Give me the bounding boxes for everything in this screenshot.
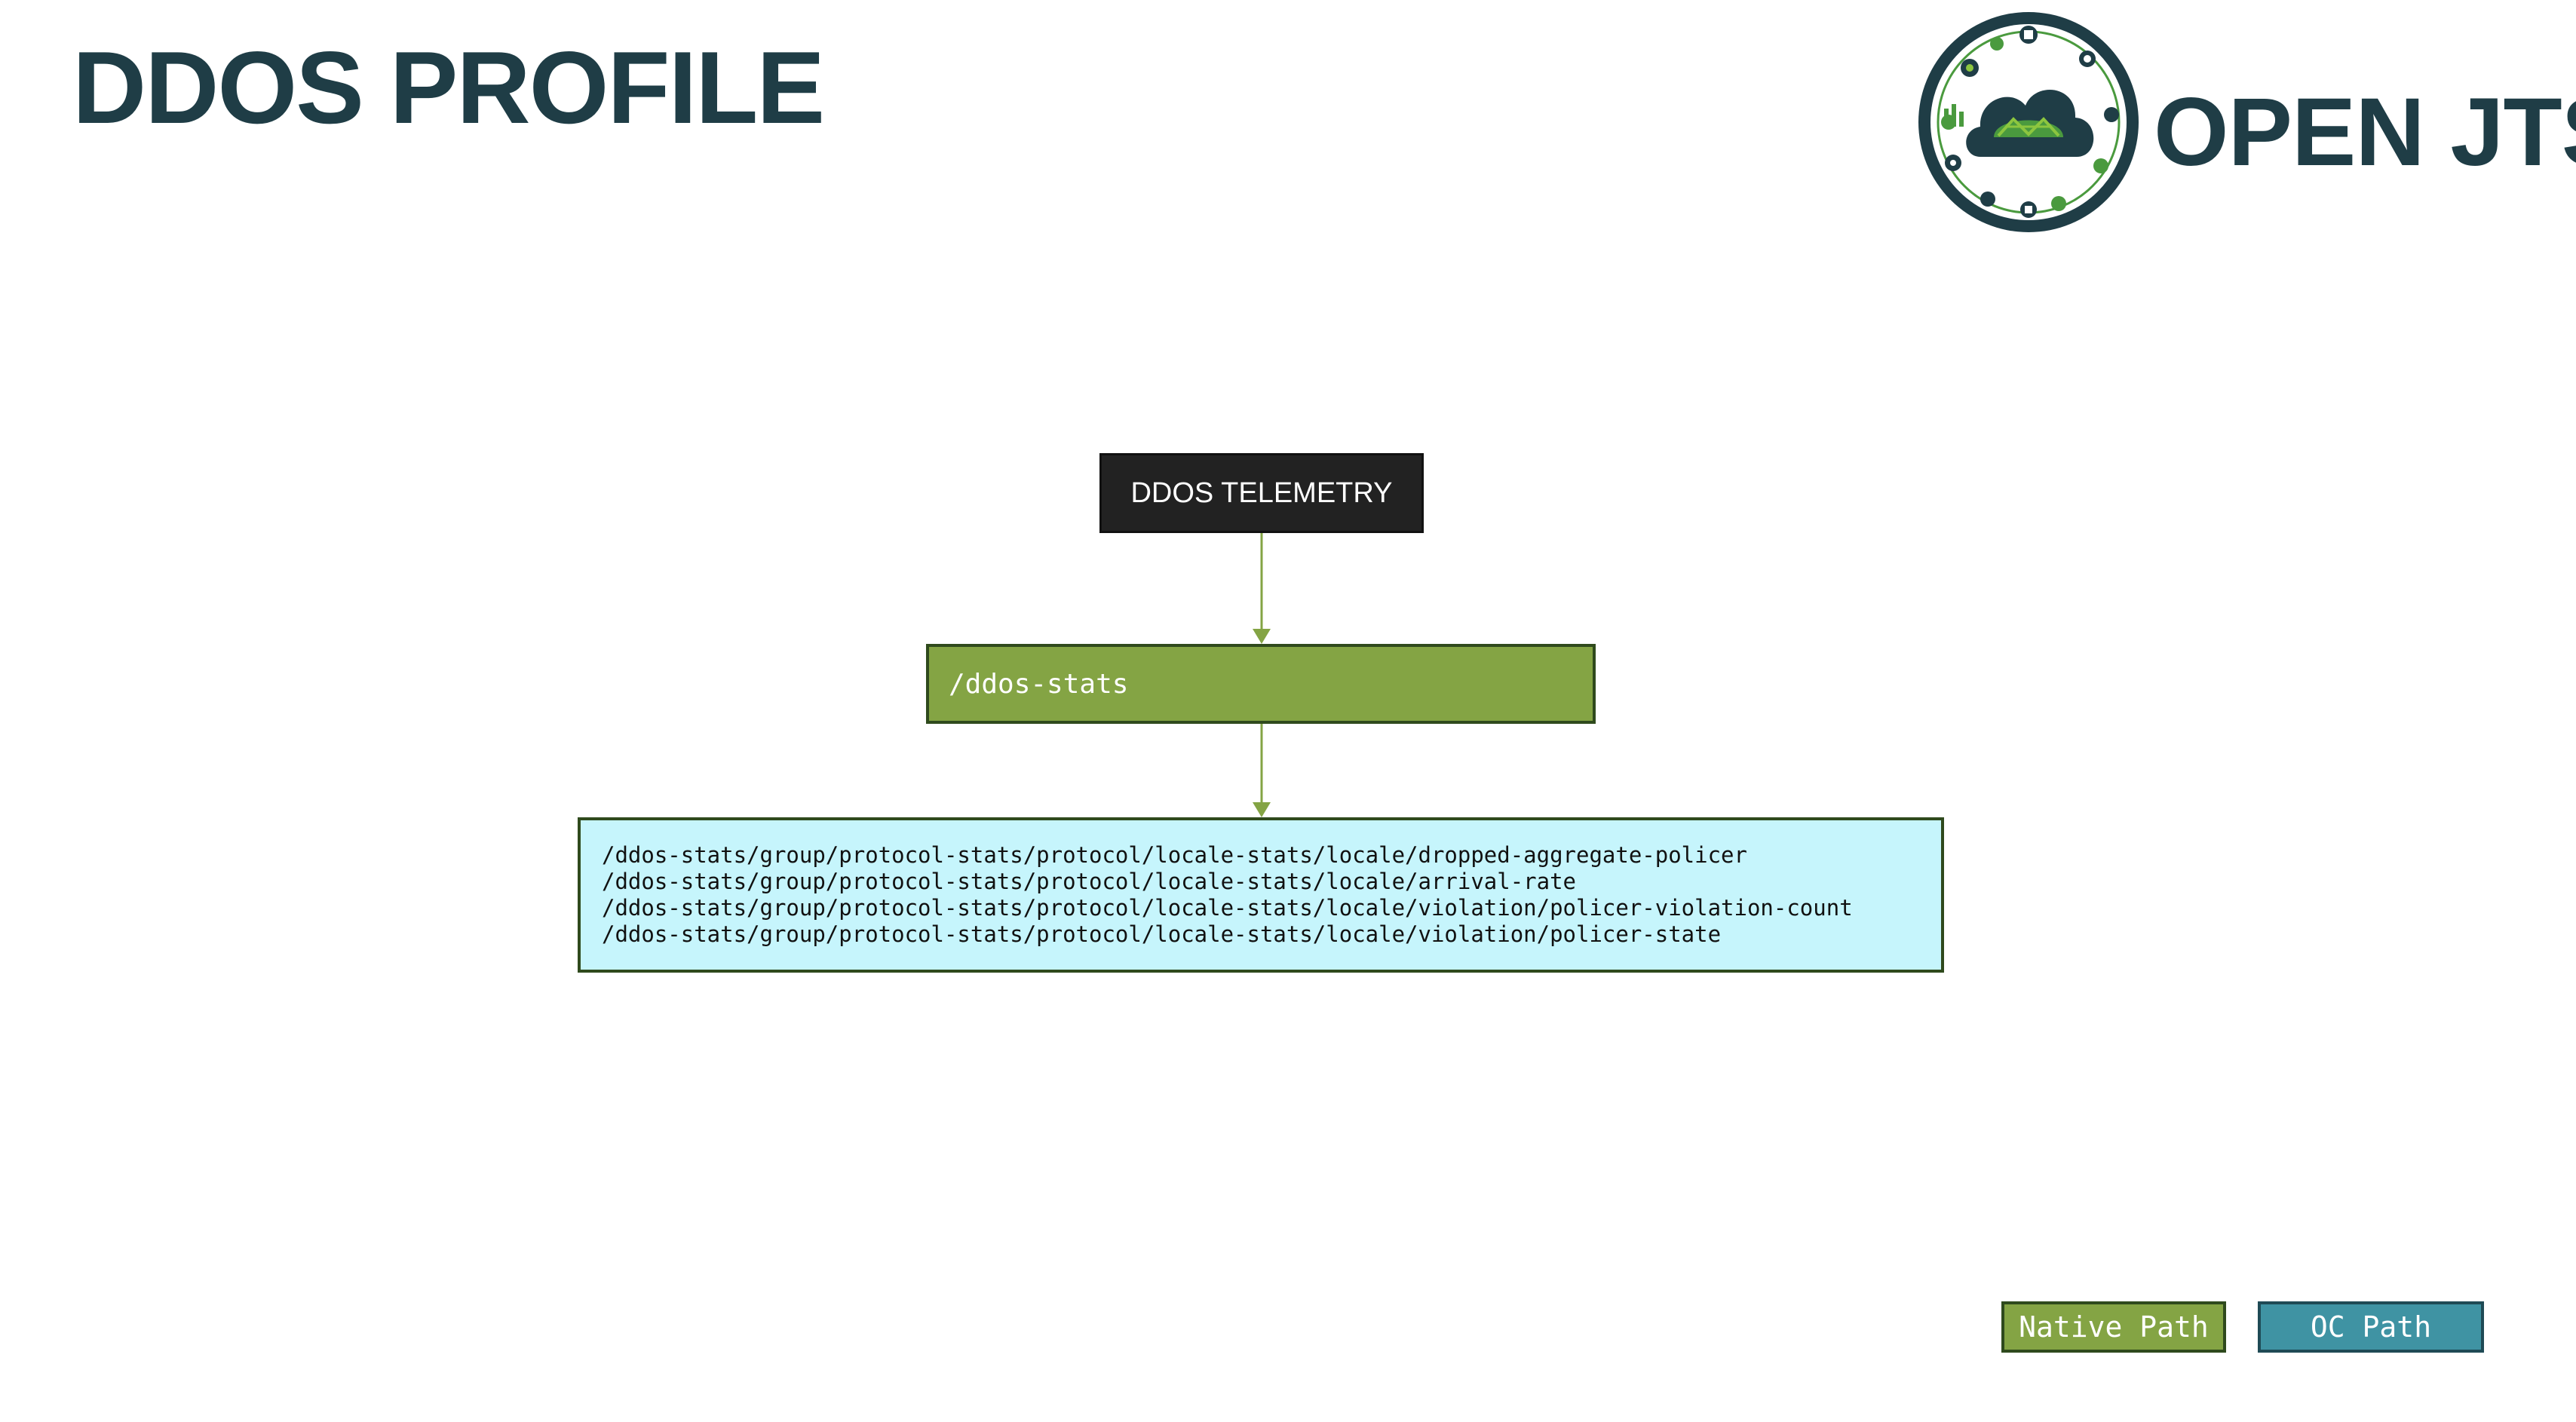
legend-native-path-label: Native Path <box>2019 1310 2209 1344</box>
node-ddos-telemetry: DDOS TELEMETRY <box>1099 453 1424 533</box>
node-ddos-telemetry-label: DDOS TELEMETRY <box>1130 477 1393 509</box>
leaf-path-item: /ddos-stats/group/protocol-stats/protoco… <box>602 842 1747 868</box>
arrowhead-leaf <box>1253 802 1271 817</box>
leaf-path-item: /ddos-stats/group/protocol-stats/protoco… <box>602 895 1853 921</box>
node-native-path-label: /ddos-stats <box>949 668 1129 700</box>
legend-oc-path-label: OC Path <box>2310 1310 2432 1344</box>
node-leaf-paths: /ddos-stats/group/protocol-stats/protoco… <box>578 817 1944 973</box>
brand-logo-text: OPEN JTS <box>2154 78 2576 186</box>
leaf-path-item: /ddos-stats/group/protocol-stats/protoco… <box>602 869 1577 894</box>
node-native-path-ddos-stats: /ddos-stats <box>926 644 1596 724</box>
leaf-path-item: /ddos-stats/group/protocol-stats/protoco… <box>602 921 1722 947</box>
legend-oc-path: OC Path <box>2258 1301 2484 1353</box>
legend-native-path: Native Path <box>2001 1301 2226 1353</box>
cloud-network-badge-icon <box>1918 12 2139 232</box>
arrowhead-native <box>1253 629 1271 644</box>
page-title: DDOS PROFILE <box>72 30 825 145</box>
brand-logo: OPEN JTS <box>1915 9 2576 235</box>
